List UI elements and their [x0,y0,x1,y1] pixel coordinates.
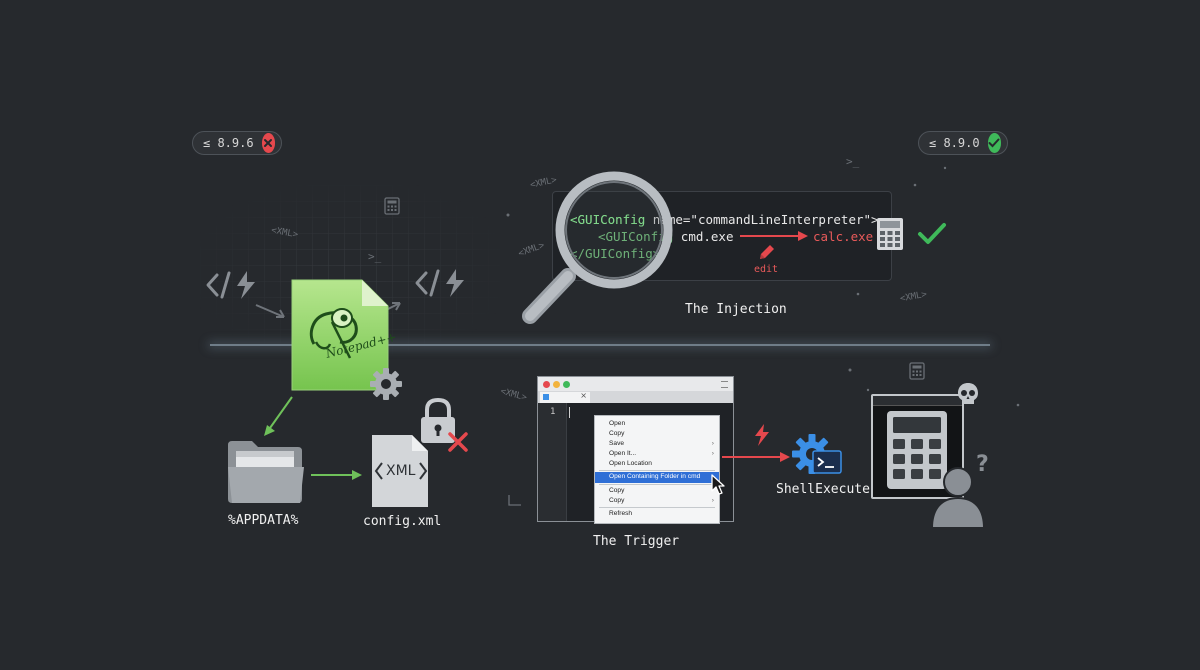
menu-item-label: Open It... [609,450,637,458]
check-icon [918,223,946,244]
xml-brackets [374,462,428,480]
shell-execute-label: ShellExecute [776,482,870,497]
menu-item-label: Open Location [609,460,652,468]
calculator-small-icon [384,197,400,215]
menu-item-label: Copy [609,496,625,504]
menu-item-label: Copy [609,430,625,438]
code-tag: <GUIConfig [570,212,645,227]
folder-label: %APPDATA% [228,513,299,528]
submenu-arrow-icon: › [711,450,714,458]
code-bolt-icon [206,271,255,299]
menu-item-open-location[interactable]: Open Location [595,459,719,469]
vulnerable-version-text: ≤ 8.9.6 [203,136,254,150]
menu-item-label: Save [609,440,625,448]
code-panel [552,191,892,281]
edit-label: edit [754,264,779,275]
fixed-version-badge: ≤ 8.9.0 [918,131,1008,155]
calculator-small-icon [909,362,925,380]
vulnerable-version-badge: ≤ 8.9.6 [192,131,282,155]
prompt-deco: >_ [846,155,860,168]
menu-item-label: Open Containing Folder in cmd [609,473,701,481]
code-line-3: </GUIConfig> [570,246,660,261]
editor-tab[interactable]: × [540,391,590,403]
menu-separator [599,506,715,508]
prompt-deco: >_ [368,250,382,263]
notepad-plus-plus-file-icon [291,279,389,391]
red-x-icon [448,432,468,452]
bracket-deco-icon [508,495,521,506]
pencil-icon [760,245,774,259]
trigger-title: The Trigger [593,534,680,549]
code-line-1-magnified: <GUIConfig [570,212,645,227]
terminal-icon [812,450,842,474]
code-tag: <GUIConfig [598,229,673,244]
calc-window-titlebar [873,396,962,406]
menu-item-save[interactable]: Save › [595,439,719,449]
tab-bar: × [538,391,733,403]
replacement-value: calc.exe [813,229,874,244]
menu-item-label: Open [609,420,626,427]
code-bolt-icon [415,269,464,297]
menu-item-label: Refresh [609,509,633,517]
tab-close-icon[interactable]: × [580,391,587,400]
menu-item-copy[interactable]: Copy [595,429,719,439]
menu-item-open-it[interactable]: Open It... › [595,449,719,459]
line-gutter [538,403,567,521]
file-label: config.xml [363,514,442,529]
menu-icon[interactable] [721,381,728,388]
skull-icon [958,383,978,404]
x-circle-icon [261,133,275,153]
lightning-icon [755,424,769,446]
code-line-1: <GUIConfig name="commandLineInterpreter"… [570,212,879,227]
code-line-2: <GUIConfig cmd.exe [598,229,733,244]
folder-icon [228,441,304,503]
menu-item-copy[interactable]: Copy [595,486,719,496]
minimize-dot[interactable] [553,380,560,388]
close-dot[interactable] [543,380,550,388]
user-silhouette-icon [930,467,986,528]
code-cmd: cmd.exe [673,229,734,244]
menu-item-open-containing-folder-cmd[interactable]: Open Containing Folder in cmd [595,472,719,483]
section-divider [210,344,990,346]
replace-arrow [740,231,808,241]
lock-icon [421,397,455,443]
calculator-large-icon [887,411,947,489]
submenu-arrow-icon: › [711,440,714,448]
menu-item-copy[interactable]: Copy › [595,496,719,506]
line-number: 1 [550,407,556,417]
menu-item-refresh[interactable]: Refresh [595,509,719,519]
context-menu: Open Copy Save › Open It... › Open Locatio… [594,415,720,524]
execute-arrow [722,452,790,462]
injection-title: The Injection [685,302,787,317]
submenu-arrow-icon: › [711,496,714,504]
menu-separator [599,483,715,485]
fixed-version-text: ≤ 8.9.0 [929,136,980,150]
file-tab-icon [543,394,549,400]
calculator-icon [877,218,903,250]
code-attr: name="commandLineInterpreter"> [645,212,879,227]
gear-icon [370,368,402,400]
check-circle-icon [987,133,1001,153]
magnifying-glass-icon [522,171,673,324]
maximize-dot[interactable] [563,380,570,388]
xml-file-icon [372,435,428,507]
xml-file-badge: XML [386,463,416,479]
mouse-pointer-icon [711,474,725,495]
menu-item-label: Copy [609,486,625,494]
menu-item-open[interactable]: Open [595,419,719,429]
menu-separator [599,470,715,472]
code-tag: </GUIConfig> [570,246,660,261]
text-cursor [569,407,570,418]
question-mark-icon: ? [976,452,989,477]
window-titlebar [538,377,733,391]
code-tag: <GUIConfig [570,212,646,227]
